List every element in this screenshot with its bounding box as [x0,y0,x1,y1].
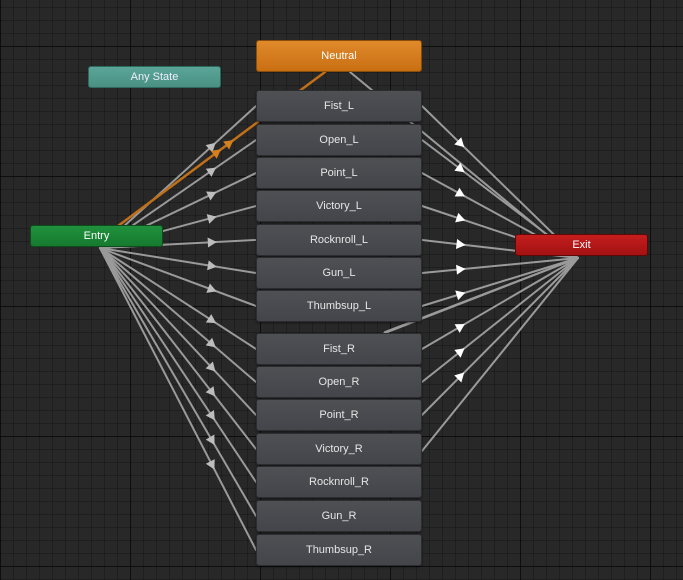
transition-state-to-exit [379,257,579,336]
state-label: Rocknroll_L [309,234,369,246]
default-transition-arrow-icon [210,149,221,159]
state-label: Open_L [319,134,359,146]
state-open-l[interactable]: Open_L [256,124,422,156]
transition-state-to-exit [421,257,579,307]
state-label: Rocknroll_R [309,476,369,488]
transition-arrow-icon [205,361,216,372]
transition-arrow-icon [205,314,217,324]
exit-node[interactable]: Exit [515,234,648,256]
state-open-r[interactable]: Open_R [256,366,422,398]
transition-arrow-icon [455,212,466,223]
state-gun-l[interactable]: Gun_L [256,257,422,289]
transition-state-to-exit [421,257,579,452]
transition-arrow-icon [207,260,217,271]
transition-arrow-icon [454,187,465,197]
exit-label: Exit [572,239,591,251]
state-point-r[interactable]: Point_R [256,399,422,431]
transition-arrow-icon [454,372,465,383]
state-label: Point_R [319,409,359,421]
transition-arrow-icon [456,264,466,275]
state-label: Point_L [320,167,358,179]
transition-arrow-icon [454,323,465,333]
transition-arrow-icon [206,283,217,293]
state-label: Victory_L [316,200,362,212]
transition-arrow-icon [207,237,217,248]
default-transition-arrow-icon [223,140,234,150]
state-label: Thumbsup_L [306,300,372,312]
transition-arrow-icon [206,214,217,224]
transition-entry-to-state [99,247,257,483]
state-point-l[interactable]: Point_L [256,157,422,189]
transition-arrow-icon [205,434,215,445]
transition-state-to-exit [421,105,579,259]
transition-entry-to-state [99,247,257,517]
entry-label: Entry [83,230,110,242]
transition-entry-to-state [99,247,257,274]
transition-entry-to-state [99,247,257,383]
state-thumbsup-r[interactable]: Thumbsup_R [256,534,422,566]
transition-arrow-icon [454,348,465,358]
state-label: Gun_L [322,267,356,279]
state-neutral[interactable]: Neutral [256,40,422,72]
state-victory-r[interactable]: Victory_R [256,433,422,465]
transition-arrow-icon [205,409,215,421]
state-label: Fist_L [324,100,354,112]
state-label: Thumbsup_R [305,544,373,556]
state-thumbsup-l[interactable]: Thumbsup_L [256,290,422,322]
state-fist-l[interactable]: Fist_L [256,90,422,122]
transition-state-to-exit [421,257,579,274]
transition-arrow-icon [206,191,217,201]
transition-arrow-icon [205,142,216,153]
transition-state-to-exit [421,257,579,383]
state-label: Gun_R [321,510,357,522]
transition-entry-to-state [99,247,257,551]
transition-entry-to-state [99,105,257,249]
state-label: Open_R [318,376,360,388]
transition-arrow-icon [205,167,217,177]
any-state-node[interactable]: Any State [88,66,221,88]
state-gun-r[interactable]: Gun_R [256,500,422,532]
state-rocknroll-l[interactable]: Rocknroll_L [256,224,422,256]
transition-entry-to-state [99,247,257,307]
transition-arrow-icon [205,386,216,397]
state-label: Fist_R [323,343,355,355]
state-label: Victory_R [315,443,363,455]
transition-state-to-exit [421,257,579,350]
transition-entry-to-state [99,247,257,350]
entry-node[interactable]: Entry [30,225,163,247]
state-neutral-label: Neutral [321,50,357,62]
transition-arrow-icon [454,162,465,173]
transition-arrow-icon [454,137,465,148]
state-victory-l[interactable]: Victory_L [256,190,422,222]
transition-arrow-icon [455,290,466,301]
state-rocknroll-r[interactable]: Rocknroll_R [256,466,422,498]
transition-arrow-icon [205,459,215,470]
transition-arrow-icon [205,337,216,348]
transition-arrow-icon [455,239,466,249]
transition-entry-to-state [99,247,257,450]
transition-entry-to-state [99,247,257,416]
transition-state-to-exit [421,257,579,416]
any-state-label: Any State [130,71,179,83]
state-fist-r[interactable]: Fist_R [256,333,422,365]
